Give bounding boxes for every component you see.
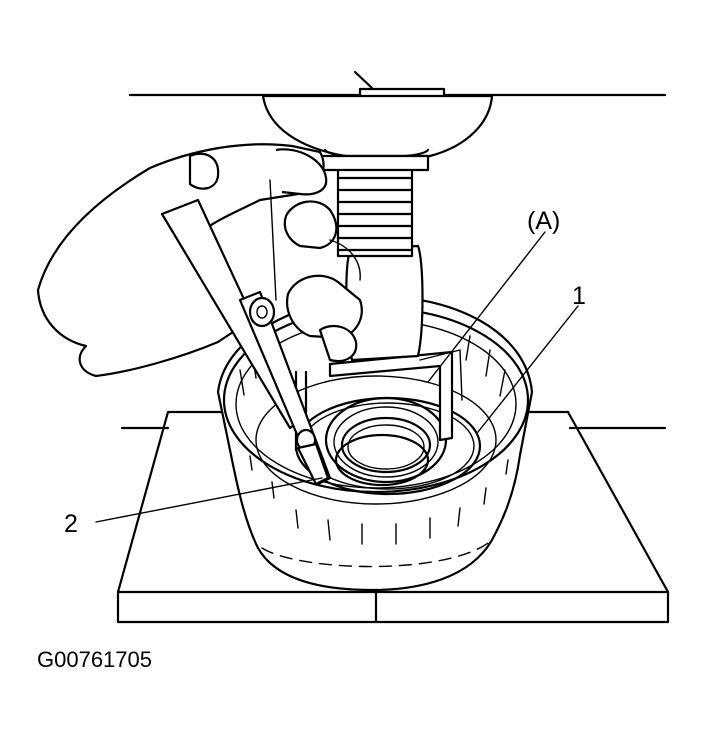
- leader-lines: [95, 231, 579, 523]
- piston-drum: [216, 294, 534, 592]
- drum-side-slots: [249, 455, 509, 545]
- label-part-1: 1: [572, 282, 586, 310]
- label-part-a: (A): [527, 207, 560, 235]
- snap-ring-pliers: [160, 198, 332, 486]
- technician-hand: [36, 143, 363, 378]
- figure-code: G00761705: [37, 647, 152, 672]
- inner-hub: [324, 396, 448, 487]
- label-part-2: 2: [64, 510, 78, 538]
- screw-threads: [336, 176, 414, 252]
- press-head: [128, 70, 667, 159]
- compressor-tool: [294, 154, 463, 452]
